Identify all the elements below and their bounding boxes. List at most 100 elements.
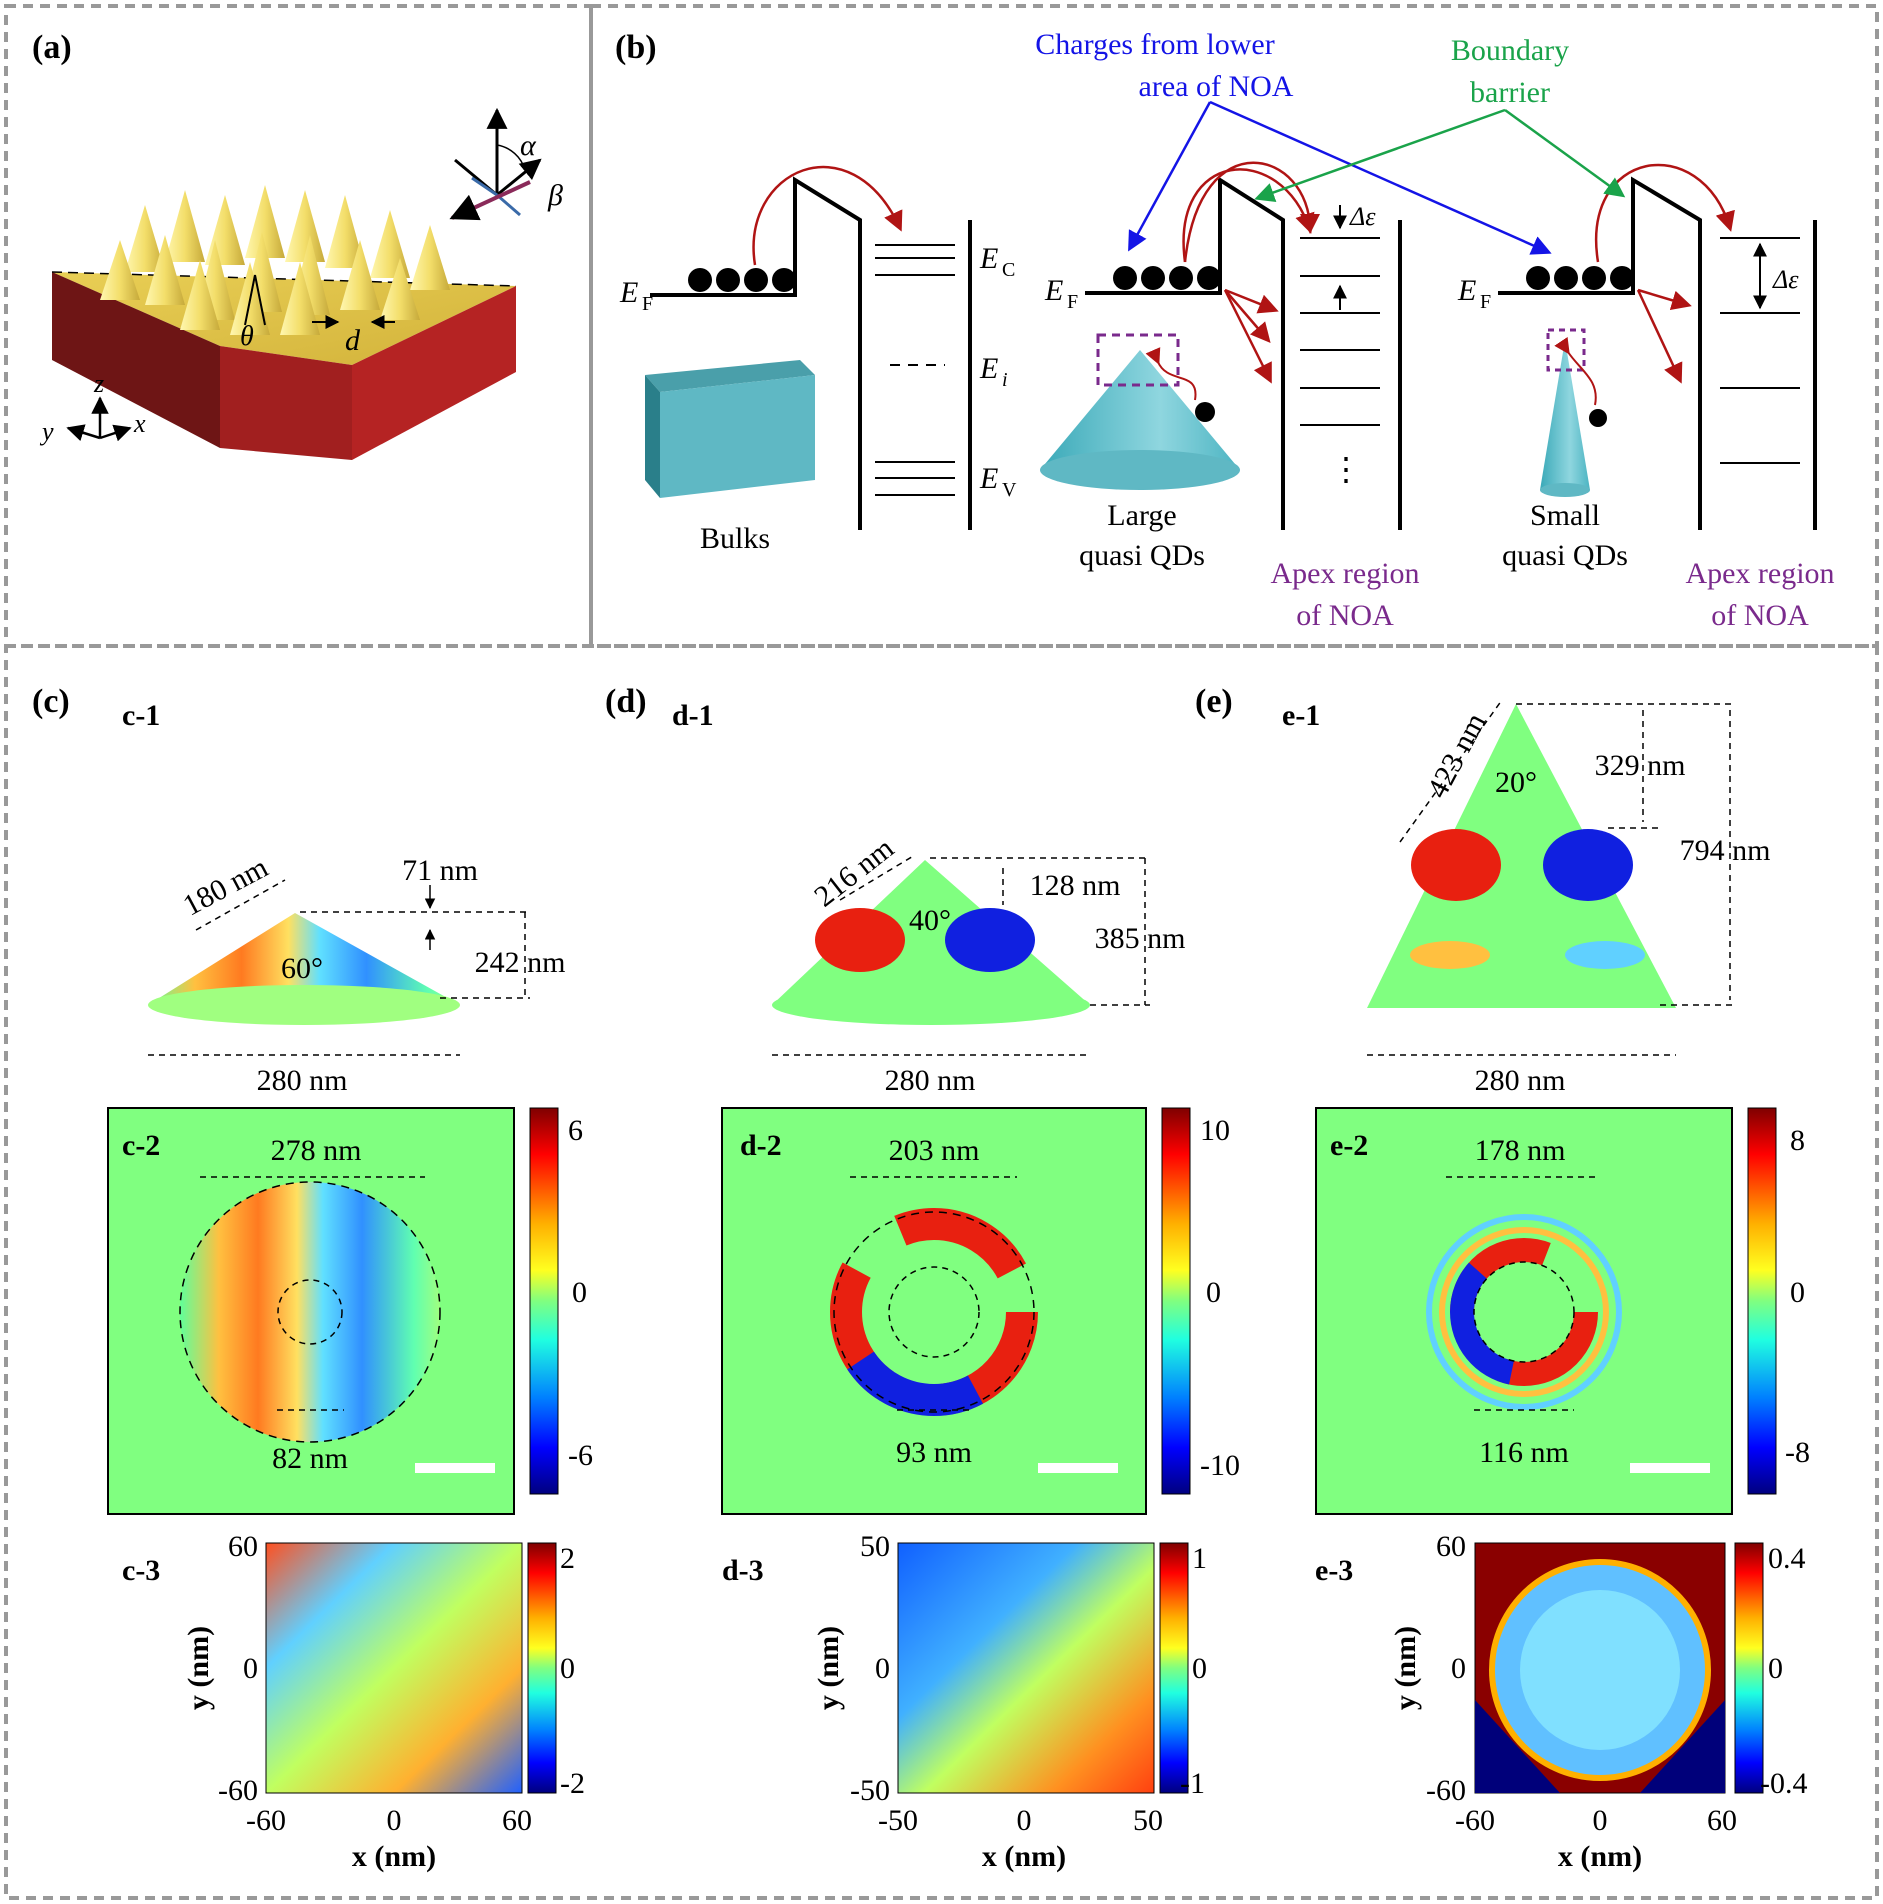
bulk-band-diagram bbox=[645, 165, 972, 530]
d3-y-bot: -50 bbox=[850, 1774, 890, 1807]
d3-xlabel: x (nm) bbox=[982, 1840, 1066, 1873]
e3-colorbar bbox=[1734, 1542, 1764, 1794]
e2-cb-bot: -8 bbox=[1785, 1436, 1810, 1469]
e1-red-lobe bbox=[1411, 829, 1501, 901]
bulk-ec: E bbox=[979, 242, 998, 275]
d2-cb-mid: 0 bbox=[1206, 1276, 1221, 1309]
e1-angle: 20° bbox=[1495, 766, 1537, 799]
c2-field bbox=[180, 1182, 440, 1442]
e3-corner-bl bbox=[1475, 1700, 1560, 1793]
large-qd-band-diagram bbox=[1040, 161, 1402, 530]
d3-colorbar bbox=[1159, 1542, 1189, 1794]
axis-z-label: z bbox=[93, 369, 104, 398]
axis-x-label: x bbox=[133, 409, 146, 438]
e2-ring-mid bbox=[1439, 1227, 1609, 1397]
large-qd-label-1: Large bbox=[1107, 499, 1176, 532]
bulk-ei: E bbox=[979, 352, 998, 385]
panel-c: (c) c-1 180 nm 71 nm 242 nm 60° 280 nm c… bbox=[32, 683, 593, 1873]
small-ef-sub: F bbox=[1480, 291, 1491, 313]
e2-ring-outer bbox=[1426, 1214, 1622, 1410]
c2-inner: 82 nm bbox=[272, 1442, 348, 1475]
d1-label: d-1 bbox=[672, 699, 714, 732]
d3-x-mid: 0 bbox=[1017, 1804, 1032, 1837]
c2-cb-bot: -6 bbox=[568, 1439, 593, 1472]
e3-x-mid: 0 bbox=[1593, 1804, 1608, 1837]
panel-a: (a) θ bbox=[32, 29, 563, 460]
e3-x-left: -60 bbox=[1455, 1804, 1495, 1837]
c1-slant: 180 nm bbox=[178, 851, 274, 923]
e2-field bbox=[1450, 1238, 1598, 1386]
c1-tip: 71 nm bbox=[402, 854, 478, 887]
bulks-label: Bulks bbox=[700, 522, 770, 555]
e3-x-right: 60 bbox=[1707, 1804, 1737, 1837]
large-qd-label-2: quasi QDs bbox=[1079, 539, 1205, 572]
large-dots: ⋮ bbox=[1330, 451, 1362, 487]
y-axis bbox=[66, 424, 101, 442]
polarization-icon bbox=[449, 107, 542, 221]
e3-y-mid: 0 bbox=[1451, 1652, 1466, 1685]
d3-y-top: 50 bbox=[860, 1530, 890, 1563]
d2-label: d-2 bbox=[740, 1129, 782, 1162]
e3-corner-br bbox=[1640, 1700, 1725, 1793]
d1-blue-lobe bbox=[945, 908, 1035, 972]
bulk-ef-sub: F bbox=[642, 293, 653, 315]
e1-cone bbox=[1367, 704, 1676, 1008]
panel-cde-frame bbox=[4, 644, 1879, 1900]
apex-label-1a: Apex region bbox=[1270, 557, 1419, 590]
c2-cb-mid: 0 bbox=[572, 1276, 587, 1309]
bulk-ei-sub: i bbox=[1002, 369, 1008, 391]
d2-colorbar bbox=[1161, 1107, 1191, 1495]
e1-height: 794 nm bbox=[1680, 834, 1771, 867]
d2-field bbox=[830, 1208, 1038, 1416]
e2-map bbox=[1315, 1107, 1733, 1515]
d2-inner-ring bbox=[888, 1266, 980, 1358]
e1-band-left bbox=[1410, 941, 1490, 969]
c1-cone-field bbox=[148, 913, 460, 1005]
c2-outer-ring bbox=[179, 1181, 441, 1443]
panel-a-label: (a) bbox=[32, 29, 72, 66]
theta-label: θ bbox=[240, 321, 254, 352]
c2-inner-ring bbox=[277, 1279, 343, 1345]
charges-label-2: area of NOA bbox=[1139, 70, 1294, 103]
d1-base-label: 280 nm bbox=[885, 1064, 976, 1097]
small-delta-eps: Δε bbox=[1772, 265, 1799, 294]
axis-y-label: y bbox=[39, 417, 54, 446]
e2-cb-mid: 0 bbox=[1790, 1276, 1805, 1309]
c3-map bbox=[265, 1542, 523, 1794]
e3-label: e-3 bbox=[1315, 1554, 1353, 1587]
bulk-ev-sub: V bbox=[1002, 479, 1017, 501]
panel-b: (b) Charges from lower area of NOA Bound… bbox=[615, 28, 1835, 632]
e2-colorbar bbox=[1747, 1107, 1777, 1495]
apex-label-2b: of NOA bbox=[1711, 599, 1809, 632]
e3-cb-bot: -0.4 bbox=[1760, 1767, 1808, 1800]
boundary-label-2: barrier bbox=[1470, 76, 1550, 109]
e2-inner-ring bbox=[1473, 1261, 1575, 1363]
panel-e: (e) e-1 423 nm 329 nm 794 nm 20° 280 nm … bbox=[1195, 683, 1810, 1873]
small-ef: E bbox=[1457, 274, 1476, 307]
d3-x-left: -50 bbox=[878, 1804, 918, 1837]
large-ef-sub: F bbox=[1067, 291, 1078, 313]
panel-e-label: (e) bbox=[1195, 683, 1233, 720]
d1-tip: 128 nm bbox=[1030, 869, 1121, 902]
c3-y-mid: 0 bbox=[243, 1652, 258, 1685]
d2-cb-bot: -10 bbox=[1200, 1449, 1240, 1482]
c3-label: c-3 bbox=[122, 1554, 160, 1587]
substrate-left bbox=[52, 272, 220, 448]
d2-outer-ring bbox=[833, 1211, 1035, 1413]
e2-inner: 116 nm bbox=[1479, 1436, 1569, 1469]
e2-outer: 178 nm bbox=[1475, 1134, 1566, 1167]
c2-colorbar bbox=[529, 1107, 559, 1495]
small-qd-band-diagram bbox=[1498, 163, 1817, 530]
charges-arrow-2 bbox=[1209, 100, 1552, 255]
c3-x-mid: 0 bbox=[387, 1804, 402, 1837]
d3-y-mid: 0 bbox=[875, 1652, 890, 1685]
e3-y-top: 60 bbox=[1436, 1530, 1466, 1563]
d3-x-right: 50 bbox=[1133, 1804, 1163, 1837]
d-label: d bbox=[345, 324, 361, 357]
e1-label: e-1 bbox=[1282, 699, 1320, 732]
d2-inner: 93 nm bbox=[896, 1436, 972, 1469]
d3-cb-top: 1 bbox=[1192, 1542, 1207, 1575]
d2-outer: 203 nm bbox=[889, 1134, 980, 1167]
d3-cb-bot: -1 bbox=[1180, 1767, 1205, 1800]
boundary-label-1: Boundary bbox=[1451, 34, 1569, 67]
